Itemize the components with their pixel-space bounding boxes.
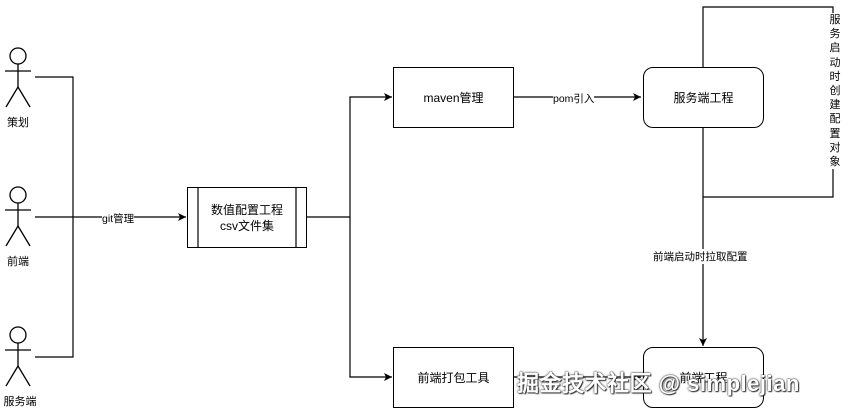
actor-label-planner: 策划 xyxy=(7,117,29,129)
node-config-project: 数值配置工程 csv文件集 xyxy=(187,187,307,248)
actor-label-frontend: 前端 xyxy=(7,256,29,268)
edge-label-server-create: 服务启动时创建配置对象 xyxy=(828,13,842,170)
node-packer-label: 前端打包工具 xyxy=(417,370,490,385)
node-frontend-label: 前端工程 xyxy=(679,370,728,385)
node-frontend: 前端工程 xyxy=(643,347,764,408)
node-config-project-line2: csv文件集 xyxy=(219,218,274,233)
watermark: 掘金技术社区 @ simplejian xyxy=(517,371,800,396)
node-packer: 前端打包工具 xyxy=(393,347,514,408)
edge-label-git: git管理 xyxy=(102,211,135,226)
actor-frontend-figure xyxy=(5,186,31,247)
actor-server-figure xyxy=(5,326,31,387)
edge-server-loop xyxy=(702,6,834,198)
actor-planner-figure xyxy=(5,47,31,108)
edge-label-frontend-pull: 前端启动时拉取配置 xyxy=(653,249,748,264)
node-server-label: 服务端工程 xyxy=(673,90,734,105)
config-fanout-lines xyxy=(307,93,392,381)
node-config-project-line1: 数值配置工程 xyxy=(210,202,283,217)
node-server: 服务端工程 xyxy=(643,67,764,128)
edge-label-pom: pom引入 xyxy=(553,91,595,106)
node-maven-label: maven管理 xyxy=(423,90,484,105)
node-maven: maven管理 xyxy=(393,67,514,128)
actor-label-server: 服务端 xyxy=(3,396,37,408)
